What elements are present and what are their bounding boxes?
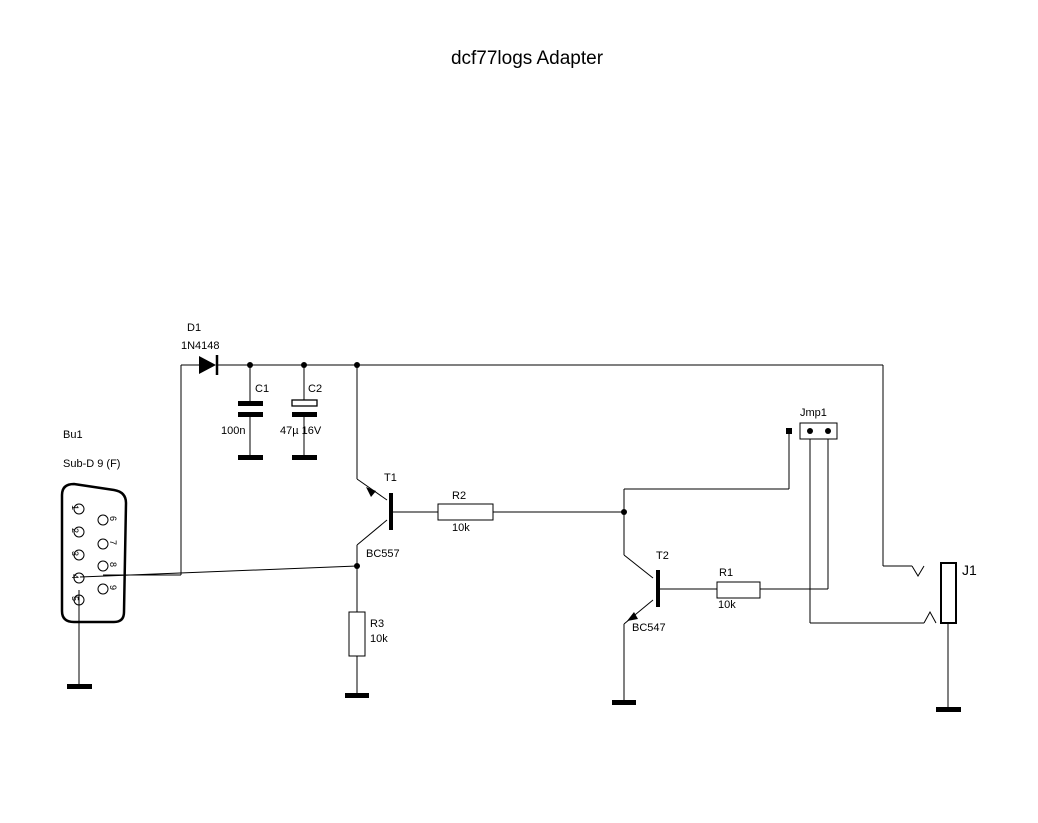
pin-label: 4: [70, 574, 80, 579]
r2-ref-label: R2: [452, 490, 466, 502]
jumper-jmp1: [799, 422, 838, 440]
pin-label: 1: [70, 505, 80, 510]
j1-ref-label: J1: [962, 562, 977, 578]
t1-ref-label: T1: [384, 472, 397, 484]
r3-ref-label: R3: [370, 618, 384, 630]
r3-value-label: 10k: [370, 633, 388, 645]
jmp1-ref-label: Jmp1: [800, 407, 827, 419]
pin-label: 7: [108, 540, 118, 545]
ground-symbol: [292, 455, 317, 460]
bu1-value-label: Sub-D 9 (F): [63, 458, 120, 470]
pin-label: 6: [108, 516, 118, 521]
pin-hole: [73, 526, 85, 538]
c2-ref-label: C2: [308, 383, 322, 395]
c1-value-label: 100n: [221, 425, 245, 437]
ground-symbol: [936, 707, 961, 712]
resistor-r2: [437, 503, 494, 521]
pin-label: 9: [108, 585, 118, 590]
pin-hole: [97, 514, 109, 526]
jumper-stub: [786, 428, 792, 434]
r2-value-label: 10k: [452, 522, 470, 534]
d1-ref-label: D1: [187, 322, 201, 334]
c1-ref-label: C1: [255, 383, 269, 395]
junction-dot: [301, 362, 307, 368]
pin-hole: [73, 572, 85, 584]
junction-dot: [621, 509, 627, 515]
capacitor-c2: [291, 399, 318, 460]
diagram-title: dcf77logs Adapter: [451, 48, 604, 69]
pin-label: 2: [70, 528, 80, 533]
transistor-t1: [366, 487, 393, 530]
ground-symbol: [612, 700, 636, 705]
pin-hole: [73, 503, 85, 515]
pin-label: 3: [70, 551, 80, 556]
r1-value-label: 10k: [718, 599, 736, 611]
transistor-t2: [612, 570, 660, 705]
pin-hole: [73, 594, 85, 606]
pin-hole: [97, 583, 109, 595]
r1-ref-label: R1: [719, 567, 733, 579]
t1-value-label: BC557: [366, 548, 400, 560]
bu1-ref-label: Bu1: [63, 429, 83, 441]
t2-ref-label: T2: [656, 550, 669, 562]
pin-hole: [97, 560, 109, 572]
junction-dot: [354, 563, 360, 569]
ground-symbol: [345, 693, 369, 698]
pin-hole: [97, 538, 109, 550]
junction-dot: [354, 362, 360, 368]
pin-hole: [73, 549, 85, 561]
jack-j1: [911, 562, 961, 712]
d1-value-label: 1N4148: [181, 340, 220, 352]
resistor-r3: [345, 611, 369, 698]
capacitor-c1: [238, 401, 263, 460]
c2-value-label: 47µ 16V: [280, 425, 322, 437]
ground-symbol: [67, 684, 92, 689]
junctions: [247, 362, 792, 569]
t2-value-label: BC547: [632, 622, 666, 634]
junction-dot: [247, 362, 253, 368]
diode-d1: [199, 355, 219, 375]
subd-connector-bu1: 1 2 3 4 5 6 7 8 9: [60, 482, 128, 624]
pin-label: 5: [70, 596, 80, 601]
wires: [78, 364, 949, 707]
resistor-r1: [716, 581, 761, 599]
ground-symbol: [238, 455, 263, 460]
pin-label: 8: [108, 562, 118, 567]
